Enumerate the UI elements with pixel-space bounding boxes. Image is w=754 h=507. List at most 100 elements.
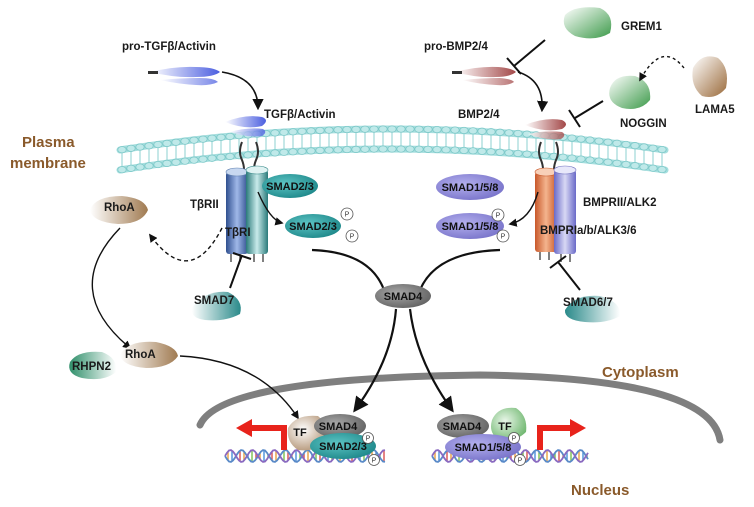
- lama5-to-noggin-arrow: [639, 55, 685, 82]
- rhoa-bottom-label: RhoA: [125, 349, 156, 361]
- pro-tgfb-ligand: [148, 66, 220, 86]
- lipid-head: [585, 136, 595, 144]
- lipid-head: [279, 128, 289, 136]
- lama5-label: LAMA5: [695, 104, 735, 116]
- lipid-head: [144, 142, 154, 150]
- lipid-head: [117, 146, 127, 154]
- lipid-head: [522, 150, 532, 158]
- lipid-head: [225, 152, 235, 161]
- lipid-head: [306, 127, 316, 135]
- lipid-head: [126, 144, 136, 152]
- rhpn2-label: RHPN2: [72, 361, 111, 373]
- smad158-phospho-label: SMAD1/5/8: [442, 221, 499, 233]
- lipid-head: [396, 145, 406, 153]
- plasma-membrane: [116, 125, 669, 174]
- rhoa-bottom-protein: [120, 341, 178, 368]
- rhoa-translocation-arrow: [91, 227, 132, 350]
- lipid-head: [603, 138, 613, 146]
- lipid-head: [585, 156, 595, 164]
- lipid-head: [432, 125, 442, 134]
- lipid-head: [648, 144, 658, 152]
- lipid-head: [306, 147, 316, 155]
- lipid-head: [450, 146, 460, 154]
- tf-left-label: TF: [293, 427, 307, 439]
- grem1-inhibits-pro-bmp: [506, 39, 546, 75]
- lipid-head: [117, 166, 127, 174]
- lipid-head: [432, 145, 442, 154]
- lipid-head: [468, 147, 478, 155]
- lipid-head: [648, 164, 658, 172]
- lipid-head: [657, 165, 667, 174]
- lipid-head: [297, 147, 307, 155]
- smad67-protein: [564, 295, 621, 323]
- lipid-head: [612, 159, 622, 167]
- lipid-head: [153, 140, 163, 149]
- lipid-head: [279, 148, 289, 156]
- lipid-head: [162, 159, 172, 167]
- lipid-head: [216, 133, 226, 141]
- lipid-head: [378, 145, 388, 153]
- tgfb-phosphorylation-arrow: [257, 191, 284, 226]
- lipid-head: [288, 128, 298, 136]
- phospho-p-6: P: [372, 458, 377, 465]
- lipid-head: [135, 143, 145, 151]
- lipid-head: [459, 126, 469, 135]
- lipid-head: [198, 135, 208, 143]
- smad7-label: SMAD7: [194, 295, 234, 307]
- nuclear-smad4-left-label: SMAD4: [319, 421, 358, 433]
- lipid-head: [135, 163, 145, 171]
- bmp-receptor-complex: [534, 141, 577, 262]
- lipid-head: [441, 146, 451, 154]
- nuclear-envelope: [196, 371, 724, 444]
- phospho-p-3: P: [496, 213, 501, 220]
- smad-complex-right-to-nucleus-arrow: [408, 308, 454, 413]
- lipid-head: [126, 164, 136, 172]
- rhoa-to-nucleus-arrow: [179, 355, 299, 420]
- lipid-head: [189, 136, 199, 144]
- lipid-head: [495, 128, 505, 136]
- bmp-phosphorylation-arrow: [508, 191, 539, 227]
- lipid-head: [414, 145, 424, 153]
- lipid-head: [333, 126, 343, 134]
- lipid-head: [576, 155, 586, 163]
- noggin-inhibits-bmp: [568, 100, 604, 128]
- lipid-head: [504, 129, 514, 137]
- lipid-head: [351, 145, 361, 153]
- lipid-head: [369, 125, 379, 133]
- lipid-head: [639, 143, 649, 151]
- pro-bmp-label: pro-BMP2/4: [424, 41, 489, 53]
- lipid-head: [225, 132, 235, 141]
- lipid-head: [477, 147, 487, 155]
- bmpri-label: BMPRIa/b/ALK3/6: [540, 225, 637, 237]
- lipid-head: [387, 125, 397, 133]
- bmprii-label: BMPRII/ALK2: [583, 197, 656, 209]
- lipid-head: [459, 146, 469, 155]
- lipid-head: [567, 134, 577, 142]
- lipid-head: [171, 138, 181, 146]
- lipid-head: [612, 139, 622, 147]
- transcription-arrow-right: [537, 425, 572, 450]
- lama5-protein: [692, 56, 727, 97]
- lipid-head: [450, 126, 460, 134]
- smad4-label: SMAD4: [384, 291, 423, 303]
- plasma-membrane-label-line2: membrane: [10, 155, 86, 172]
- lipid-head: [423, 125, 433, 133]
- plasma-membrane-label-line1: Plasma: [22, 134, 75, 151]
- dna-strand: [224, 449, 386, 463]
- bmp-label: BMP2/4: [458, 109, 500, 121]
- noggin-protein: [609, 75, 651, 109]
- smad23-inactive-label: SMAD2/3: [266, 181, 314, 193]
- lipid-head: [180, 137, 190, 145]
- phospho-p-1: P: [345, 212, 350, 219]
- nuclear-smad158-label: SMAD1/5/8: [455, 442, 512, 454]
- rhpn2-protein: [69, 351, 117, 380]
- lipid-head: [288, 148, 298, 156]
- lipid-head: [360, 125, 370, 133]
- smad67-inhibits-bmp-receptor: [549, 255, 581, 291]
- lipid-head: [369, 145, 379, 153]
- tgfb-ligand: [225, 116, 266, 137]
- lipid-head: [189, 156, 199, 164]
- lipid-head: [513, 149, 523, 158]
- lipid-head: [387, 145, 397, 153]
